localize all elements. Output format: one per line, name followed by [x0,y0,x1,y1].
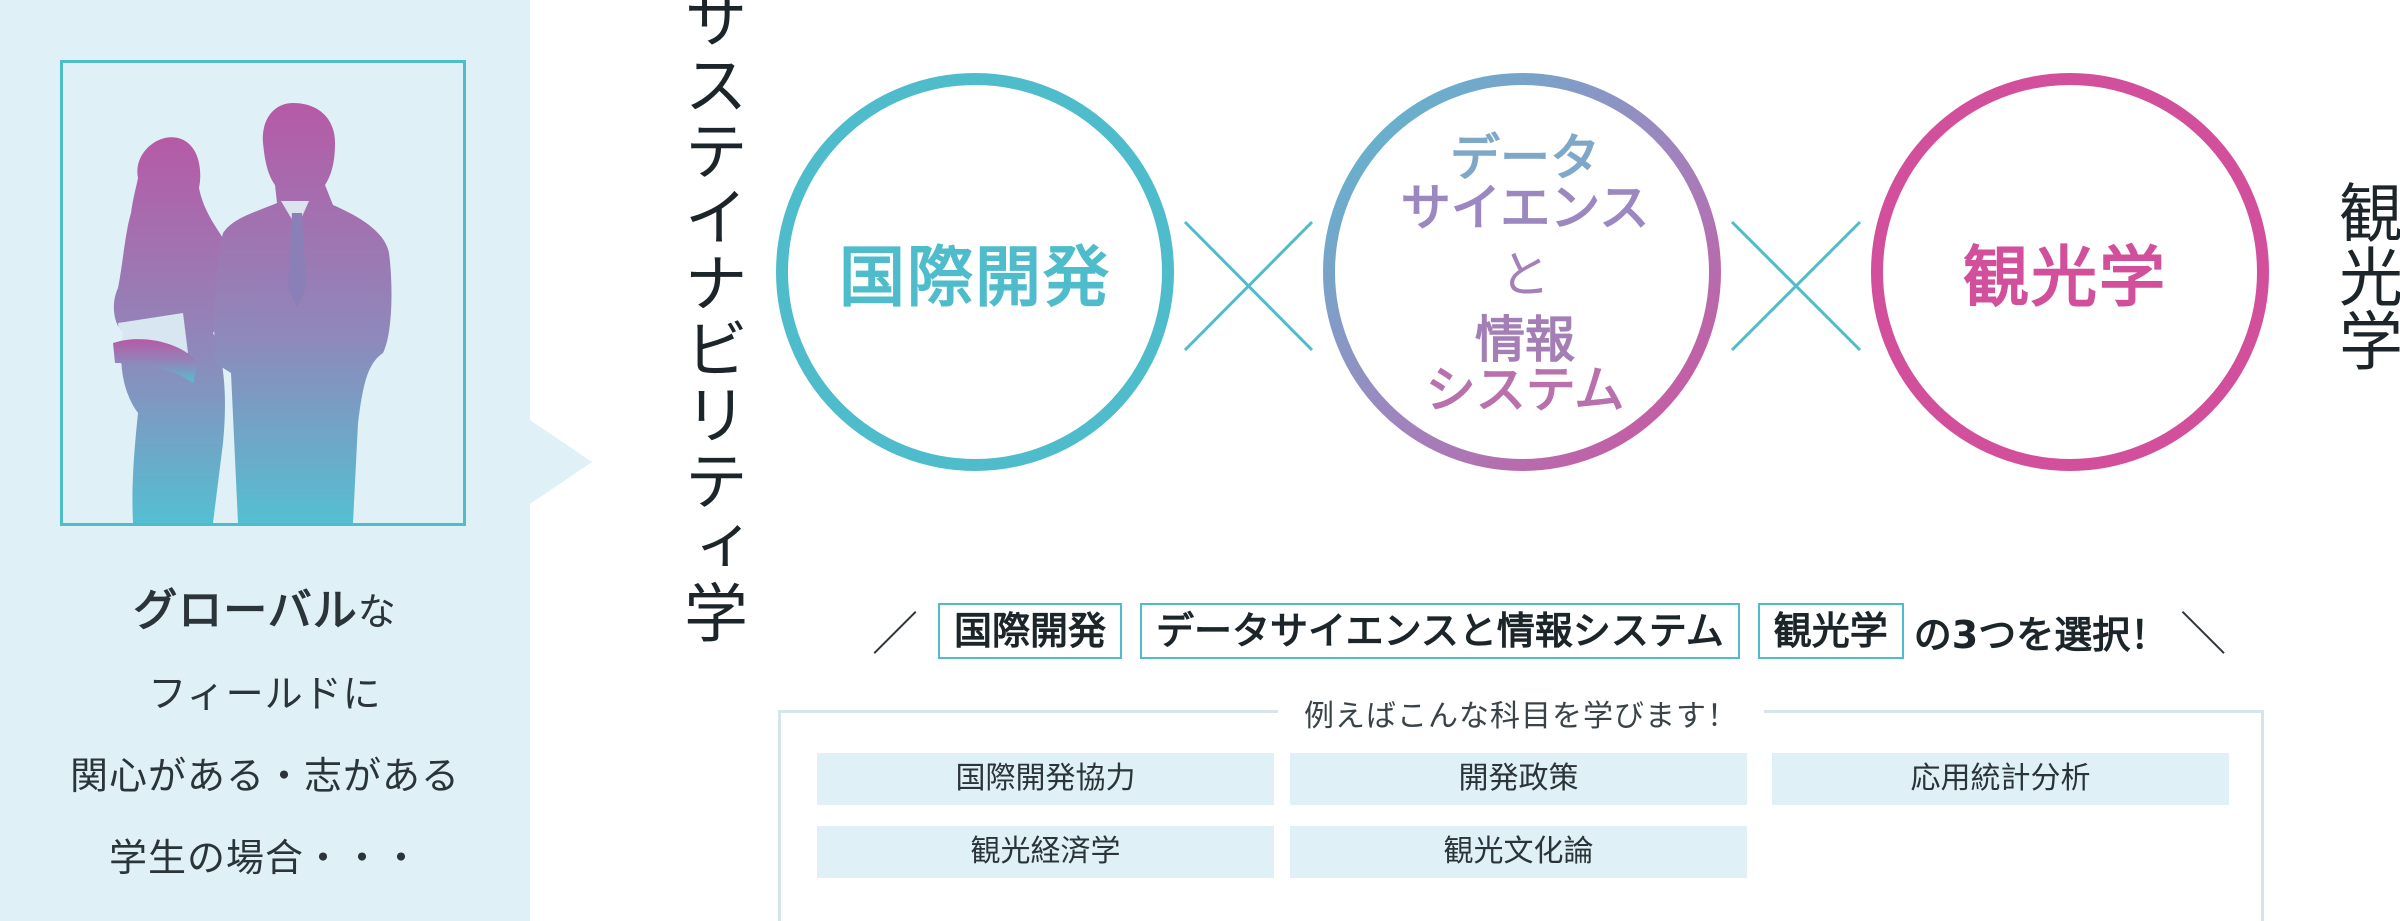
circle-second-line4: 情報 [1330,312,1720,368]
circle-third-label: 観光学 [1870,224,2260,320]
people-silhouette-image [63,63,463,523]
panel-line1-bold: グローバル [133,585,358,636]
times-icon-1 [1185,222,1312,350]
option-box-2: データサイエンスと情報システム [1140,603,1740,659]
vertical-right-label: 観光学 [2330,180,2400,372]
course-item: 観光文化論 [1290,826,1747,878]
circle-second-line5: システム [1330,362,1720,418]
course-legend: 例えばこんな科目を学びます！ [781,691,2261,735]
course-examples-box: 例えばこんな科目を学びます！ 国際開発協力 開発政策 応用統計分析 観光経済学 … [778,710,2264,921]
course-item: 開発政策 [1290,753,1747,805]
course-legend-text: 例えばこんな科目を学びます！ [1278,699,1764,734]
circle-second-line1: データ [1330,130,1720,186]
option-box-1: 国際開発 [938,603,1122,659]
left-panel: グローバルな フィールドに 関心がある・志がある 学生の場合・・・ [0,0,530,921]
panel-line3: 関心がある・志がある [0,735,530,817]
option-box-3: 観光学 [1758,603,1904,659]
panel-line2: フィールドに [0,653,530,735]
circle-second-line3: と [1330,247,1720,303]
course-item: 国際開発協力 [817,753,1274,805]
panel-line4: 学生の場合・・・ [0,817,530,899]
course-item: 観光経済学 [817,826,1274,878]
circle-first-label: 国際開発 [780,224,1170,320]
circle-second-line2: サイエンス [1330,180,1720,236]
slash-left: ／ [872,598,918,664]
times-icon-2 [1732,222,1860,350]
slash-right: ＼ [2180,598,2226,664]
panel-description: グローバルな フィールドに 関心がある・志がある 学生の場合・・・ [0,570,530,899]
selection-suffix: の3つを選択！ [1914,604,2168,659]
silhouette-image-frame [60,60,466,526]
panel-line1-rest: な [358,590,397,634]
selection-statement: ／ 国際開発 データサイエンスと情報システム 観光学 の3つを選択！ ＼ [860,596,2260,666]
course-item: 応用統計分析 [1772,753,2229,805]
vertical-title: サステイナビリティ学 [670,0,750,646]
pointer-arrow [530,420,592,504]
